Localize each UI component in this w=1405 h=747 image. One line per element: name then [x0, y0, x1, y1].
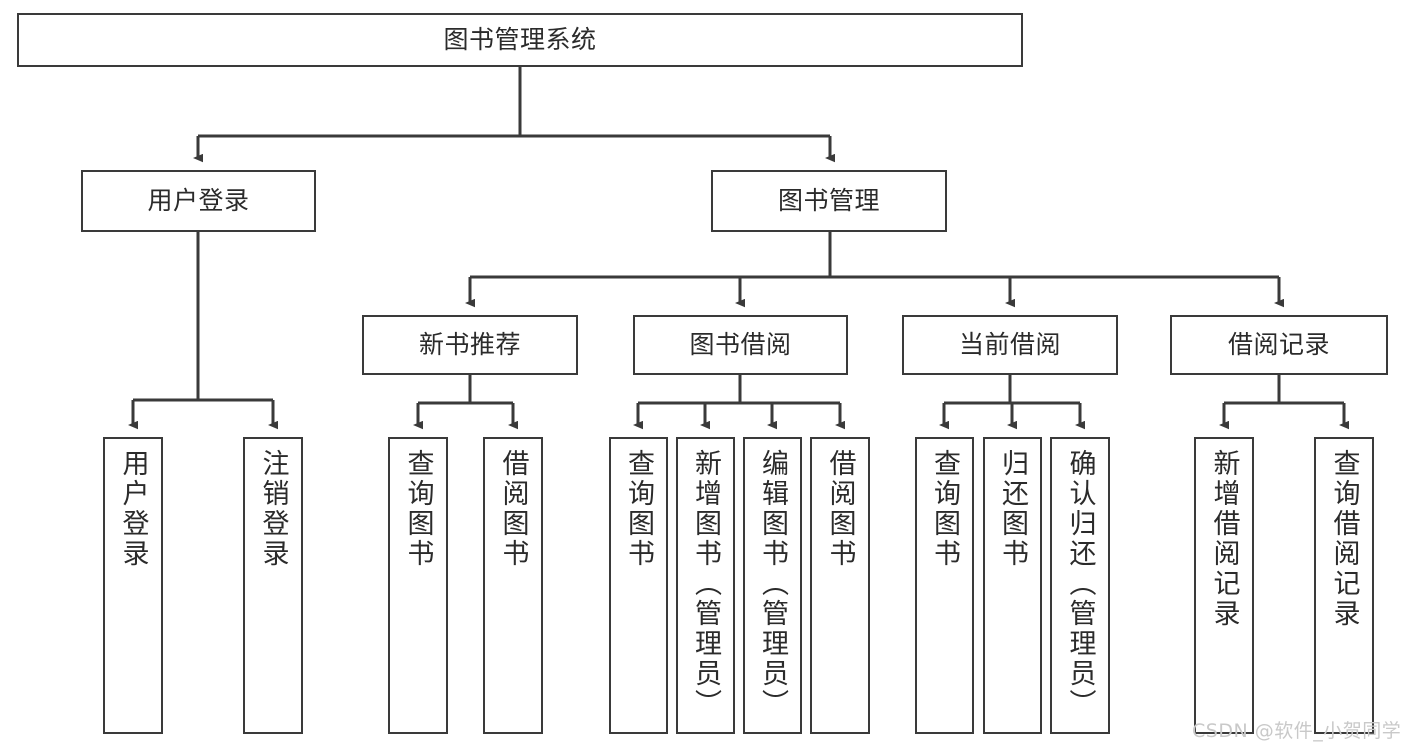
leaf-borrow-record-add-record[interactable]: 新增借阅记录: [1194, 437, 1254, 734]
node-borrow-record[interactable]: 借阅记录: [1170, 315, 1388, 375]
node-current-borrow[interactable]: 当前借阅: [902, 315, 1118, 375]
node-new-book-recommend[interactable]: 新书推荐: [362, 315, 578, 375]
node-label: 确认归还（管理员）: [1064, 449, 1096, 719]
leaf-borrow-record-query-record[interactable]: 查询借阅记录: [1314, 437, 1374, 734]
node-label: 归还图书: [997, 449, 1028, 569]
node-label: 当前借阅: [958, 330, 1061, 360]
node-label: 查询图书: [929, 449, 960, 569]
node-label: 借阅记录: [1227, 330, 1330, 360]
watermark-text: CSDN @软件_小贺同学: [1192, 720, 1402, 742]
node-label: 借阅图书: [497, 449, 529, 569]
leaf-book-borrow-edit-book[interactable]: 编辑图书（管理员）: [743, 437, 802, 734]
node-label: 查询图书: [623, 449, 654, 569]
node-label: 借阅图书: [824, 449, 856, 569]
node-label: 图书管理系统: [443, 25, 597, 55]
leaf-current-borrow-return-book[interactable]: 归还图书: [983, 437, 1042, 734]
node-label: 编辑图书（管理员）: [757, 449, 788, 719]
leaf-book-borrow-query-book[interactable]: 查询图书: [609, 437, 668, 734]
leaf-book-borrow-add-book[interactable]: 新增图书（管理员）: [676, 437, 735, 734]
node-label: 查询借阅记录: [1328, 449, 1360, 629]
leaf-book-borrow-borrow-book[interactable]: 借阅图书: [810, 437, 870, 734]
node-label: 新增图书（管理员）: [690, 449, 721, 719]
node-user-login[interactable]: 用户登录: [81, 170, 316, 232]
leaf-new-book-borrow-book[interactable]: 借阅图书: [483, 437, 543, 734]
node-label: 图书借阅: [689, 330, 792, 360]
leaf-user-login-login[interactable]: 用户登录: [103, 437, 163, 734]
node-label: 新书推荐: [418, 330, 521, 360]
node-label: 查询图书: [402, 449, 434, 569]
node-label: 用户登录: [117, 449, 149, 569]
leaf-user-login-logout[interactable]: 注销登录: [243, 437, 303, 734]
node-book-borrow[interactable]: 图书借阅: [633, 315, 848, 375]
leaf-current-borrow-query-book[interactable]: 查询图书: [915, 437, 974, 734]
node-book-management-system[interactable]: 图书管理系统: [17, 13, 1023, 67]
node-label: 新增借阅记录: [1208, 449, 1240, 629]
node-label: 用户登录: [147, 186, 250, 216]
node-label: 注销登录: [257, 449, 289, 569]
node-book-management[interactable]: 图书管理: [711, 170, 947, 232]
node-label: 图书管理: [777, 186, 880, 216]
leaf-new-book-query-book[interactable]: 查询图书: [388, 437, 448, 734]
leaf-current-borrow-confirm-return[interactable]: 确认归还（管理员）: [1050, 437, 1110, 734]
